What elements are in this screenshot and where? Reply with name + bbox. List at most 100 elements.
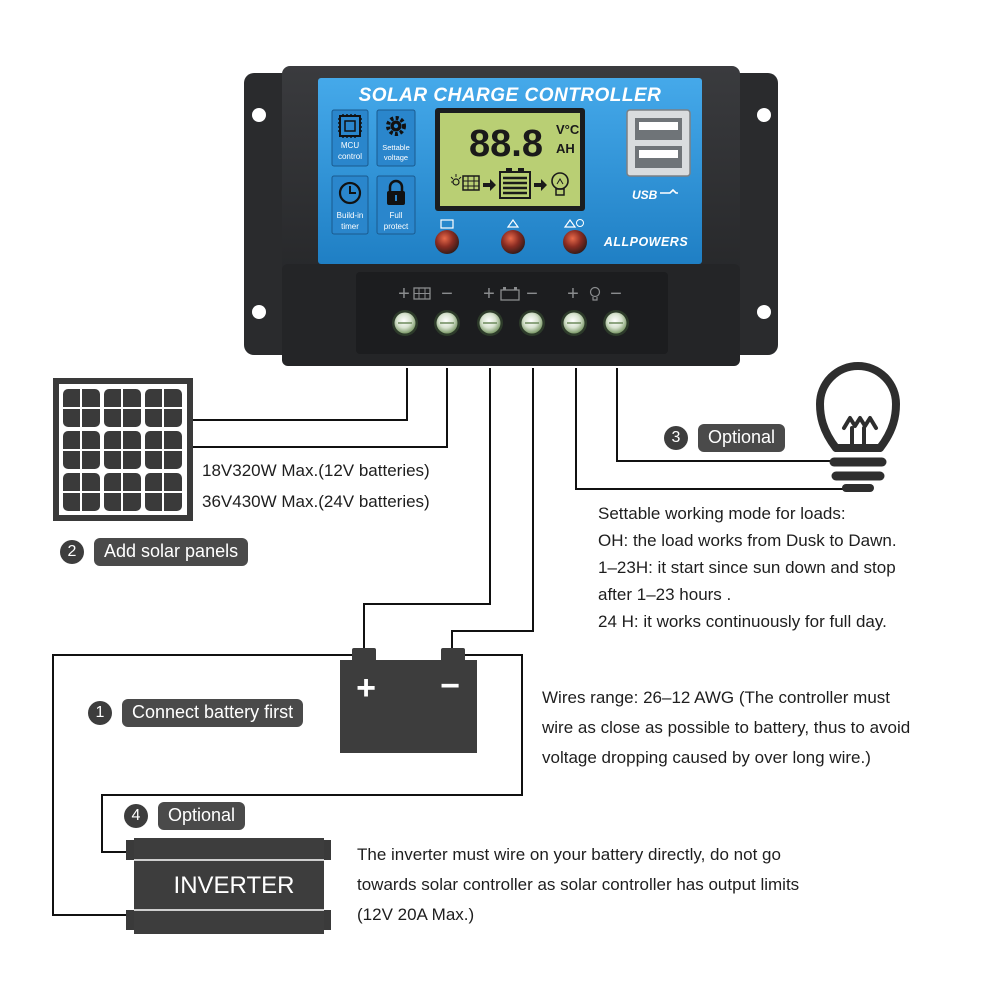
feature-label: Full [390,211,403,220]
menu-button[interactable] [435,219,459,254]
terminal-battery-negative[interactable] [519,310,545,336]
battery-symbol-icon [500,287,520,301]
feature-tile-full-protect: Full protect [376,175,416,235]
wire-load-positive [575,368,850,490]
down-load-button[interactable] [563,218,587,255]
inverter-note: The inverter must wire on your battery d… [357,840,799,930]
load-mode-line: Settable working mode for loads: [598,504,846,523]
feature-label: control [338,152,362,161]
inverter-label: INVERTER [174,872,295,899]
step-number: 2 [60,540,84,564]
wires-range-note: Wires range: 26–12 AWG (The controller m… [542,683,910,773]
lcd-battery-icon [499,168,531,199]
wire-inverter-negative [101,654,523,853]
lock-icon [387,179,405,205]
terminal-sign: − [441,283,453,305]
terminal-solar-negative[interactable] [434,310,460,336]
step-number: 3 [664,426,688,450]
usb-icon [660,188,678,194]
load-modes-note: Settable working mode for loads: OH: the… [598,500,897,635]
inverter-box: INVERTER [126,838,331,934]
wires [52,368,850,916]
lcd-arrow-icon [483,179,496,191]
lcd-display: 88.8 V°C AH [435,108,585,211]
lcd-bulb-icon [551,172,569,196]
mount-hole [757,108,771,122]
lcd-unit-bottom: AH [556,141,575,156]
terminal-sign: − [610,283,622,305]
inverter-note-line: towards solar controller as solar contro… [357,875,800,894]
right-mount-ear [728,73,778,355]
terminal-load-positive[interactable] [561,310,587,336]
step-label: Connect battery first [122,699,304,727]
chip-icon [338,114,362,138]
step-1-connect-battery: 1 Connect battery first [88,699,304,727]
feature-label: Build-in [337,211,364,220]
solar-spec-12v: 18V320W Max.(12V batteries) [202,461,430,480]
mount-hole [252,108,266,122]
terminal-sign: + [567,283,579,305]
feature-label: MCU [341,141,359,150]
step-label: Optional [698,424,786,452]
left-mount-ear [244,73,294,355]
step-number: 4 [124,804,148,828]
wire-solar-negative [193,368,448,448]
wire-battery-negative [451,368,534,652]
solar-panel-symbol-icon [413,287,431,300]
wires-note-line: voltage dropping caused by over long wir… [542,748,871,767]
bulb-symbol-icon [589,286,601,301]
lcd-unit-top: V°C [556,122,580,137]
wire-load-negative [616,368,839,462]
battery-minus-sign: − [440,667,460,705]
load-mode-line: 1–23H: it start since sun down and stop [598,558,896,577]
step-number: 1 [88,701,112,725]
wires-note-line: Wires range: 26–12 AWG (The controller m… [542,688,891,707]
battery-plus-sign: + [356,669,376,707]
solar-spec-24v: 36V430W Max.(24V batteries) [202,492,430,511]
feature-label: protect [384,222,409,231]
feature-tile-settable-voltage: Settable voltage [376,109,416,167]
step-3-optional-load: 3 Optional [664,424,786,452]
inverter-note-line: The inverter must wire on your battery d… [357,845,781,864]
charge-controller: SOLAR CHARGE CONTROLLER MCU control Sett… [244,66,778,366]
lcd-sun-panel-icon [450,174,480,191]
step-label: Optional [158,802,246,830]
terminal-battery-positive[interactable] [477,310,503,336]
controller-title: SOLAR CHARGE CONTROLLER [359,85,662,106]
battery-icon: + − [340,648,477,753]
lcd-arrow-icon [534,179,547,191]
gear-icon [386,116,406,136]
solar-panel-icon [53,378,193,521]
terminal-sign: + [483,283,495,305]
terminal-load-negative[interactable] [603,310,629,336]
inverter-note-line: (12V 20A Max.) [357,905,475,924]
mount-hole [757,305,771,319]
wire-inverter-positive [52,654,352,916]
feature-tile-mcu: MCU control [331,109,369,167]
terminal-solar-positive[interactable] [392,310,418,336]
terminal-symbols: + − + − + − [398,283,622,305]
light-bulb-icon [816,362,900,492]
feature-label: voltage [384,153,408,162]
usb-label: USB [632,188,658,202]
clock-icon [338,181,362,205]
feature-label: timer [341,222,359,231]
brand-name: ALLPOWERS [603,235,689,249]
up-button[interactable] [501,218,525,254]
load-mode-line: after 1–23 hours . [598,585,732,604]
step-2-add-solar-panels: 2 Add solar panels [60,538,249,566]
wires-note-line: wire as close as possible to battery, th… [542,718,911,737]
wire-battery-positive [363,368,491,652]
usb-ports[interactable] [626,109,691,177]
terminal-sign: − [526,283,538,305]
step-label: Add solar panels [94,538,249,566]
load-mode-line: 24 H: it works continuously for full day… [598,612,887,631]
load-mode-line: OH: the load works from Dusk to Dawn. [598,531,897,550]
terminal-sign: + [398,283,410,305]
step-4-optional-inverter: 4 Optional [124,802,246,830]
feature-label: Settable [382,143,410,152]
feature-tile-timer: Build-in timer [331,175,369,235]
lcd-digits: 88.8 [469,123,543,165]
mount-hole [252,305,266,319]
